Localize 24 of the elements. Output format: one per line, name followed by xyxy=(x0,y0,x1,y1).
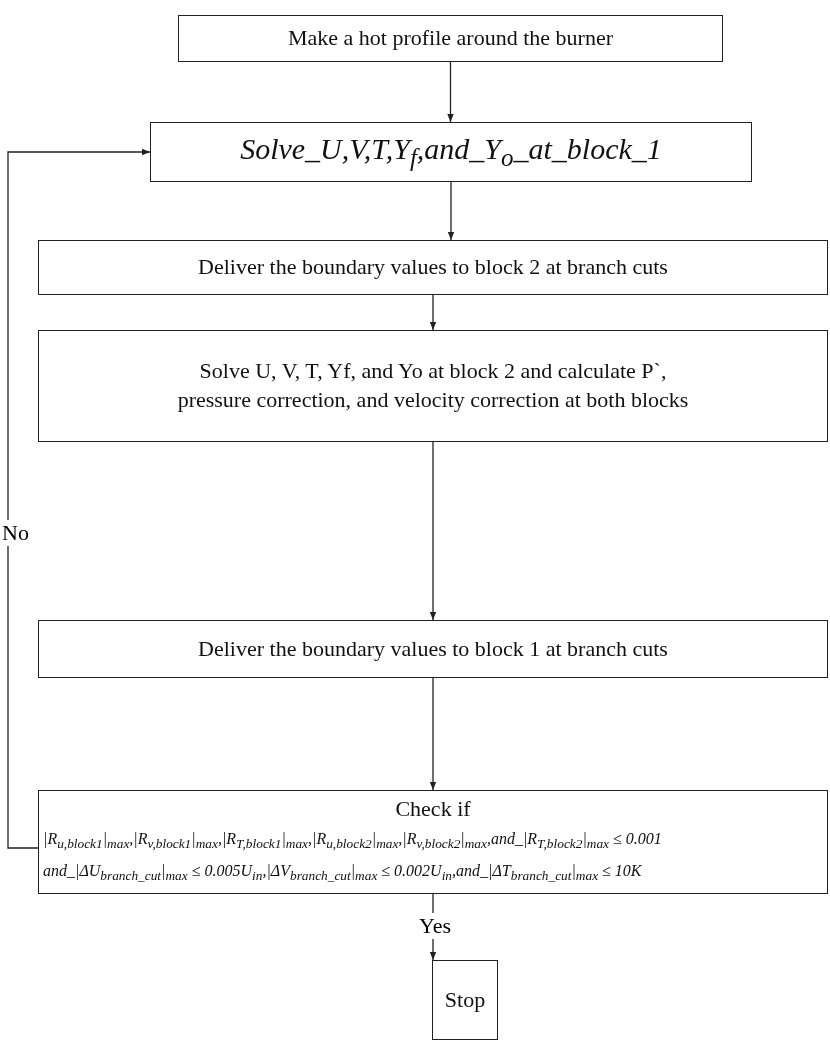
arrow xyxy=(429,441,437,621)
arrow xyxy=(7,148,151,849)
arrow xyxy=(429,677,437,791)
step-text: Deliver the boundary values to block 1 at branch cuts xyxy=(198,634,668,663)
arrow xyxy=(447,61,454,123)
process-box xyxy=(150,122,752,182)
condition-formula: |R$_{u,block1}$|$_{max}$,|R$_{v,block1}$|$_{max}$,|R$_{T,block1}$|$_{max}$,|R$_{u,block2}$|$_{max}$,|R$_{v,block2}$|$_{max}$,and_|R$_{T,block2}$|$_{max}$ ≤ 0.001 xyxy=(42,828,662,853)
process-box xyxy=(38,330,828,442)
step-text: Make a hot profile around the burner xyxy=(288,24,613,53)
process-box xyxy=(38,620,828,678)
step-text: Stop xyxy=(444,985,486,1014)
process-box xyxy=(38,240,828,295)
step-text: Solve U, V, T, Yf, and Yo at block 2 and calculate P`, pressure correction, and velocity correction at both blocks xyxy=(176,357,690,414)
process-box xyxy=(38,790,828,894)
arrow xyxy=(429,294,437,331)
terminal-box xyxy=(432,960,498,1040)
arrow xyxy=(447,181,455,241)
condition-formula: and_|ΔU$_{branch_cut}$|$_{max}$ ≤ 0.005U$_{in}$,|ΔV$_{branch_cut}$|$_{max}$ ≤ 0.002U$_{in}$,and_|ΔT$_{branch_cut}$|$_{max}$ ≤ 10K xyxy=(42,861,642,886)
edge-label: Yes xyxy=(417,913,453,939)
step-text: Check if xyxy=(395,795,471,824)
process-box xyxy=(178,15,723,62)
formula-text: Solve_U,V,T,Y$_{f}$,and_Y$_{o}$_at_block_1 xyxy=(240,132,662,172)
edge-label: No xyxy=(0,520,31,546)
step-text: Deliver the boundary values to block 2 at branch cuts xyxy=(198,253,668,282)
